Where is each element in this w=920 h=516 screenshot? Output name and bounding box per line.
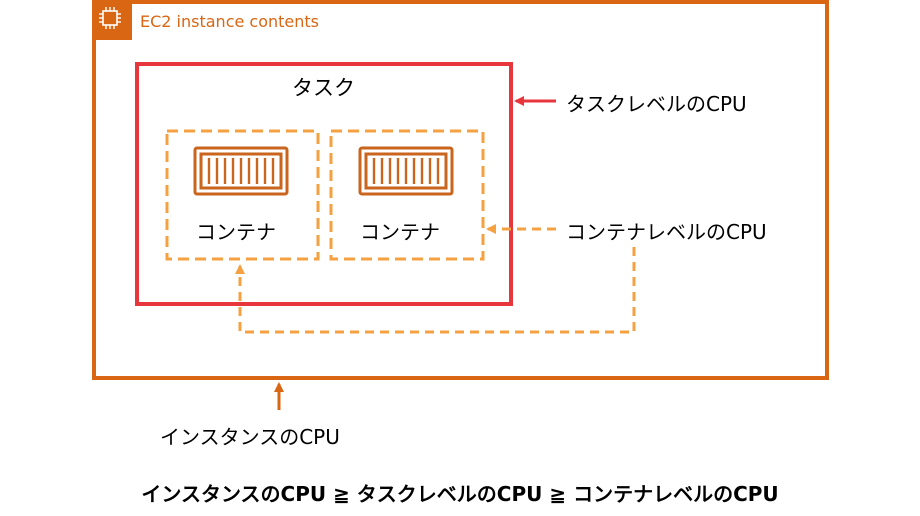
ec2-title: EC2 instance contents bbox=[140, 12, 320, 31]
container-cpu-arrow-left bbox=[235, 247, 636, 334]
container-frame-1 bbox=[165, 129, 320, 261]
task-frame bbox=[135, 62, 513, 306]
chip-icon bbox=[92, 0, 132, 40]
container-icon bbox=[358, 146, 454, 196]
container-label-2: コンテナ bbox=[360, 220, 440, 244]
container-icon bbox=[193, 146, 289, 196]
ec2-instance-frame bbox=[92, 0, 829, 380]
task-label: タスク bbox=[292, 76, 355, 100]
instance-cpu-label: インスタンスのCPU bbox=[160, 425, 340, 449]
container-label-1: コンテナ bbox=[196, 220, 276, 244]
footer-inequality: インスタンスのCPU ≧ タスクレベルのCPU ≧ コンテナレベルのCPU bbox=[141, 482, 779, 506]
container-frame-2 bbox=[329, 129, 485, 261]
task-cpu-label: タスクレベルのCPU bbox=[566, 92, 747, 116]
container-cpu-label: コンテナレベルのCPU bbox=[566, 220, 767, 244]
